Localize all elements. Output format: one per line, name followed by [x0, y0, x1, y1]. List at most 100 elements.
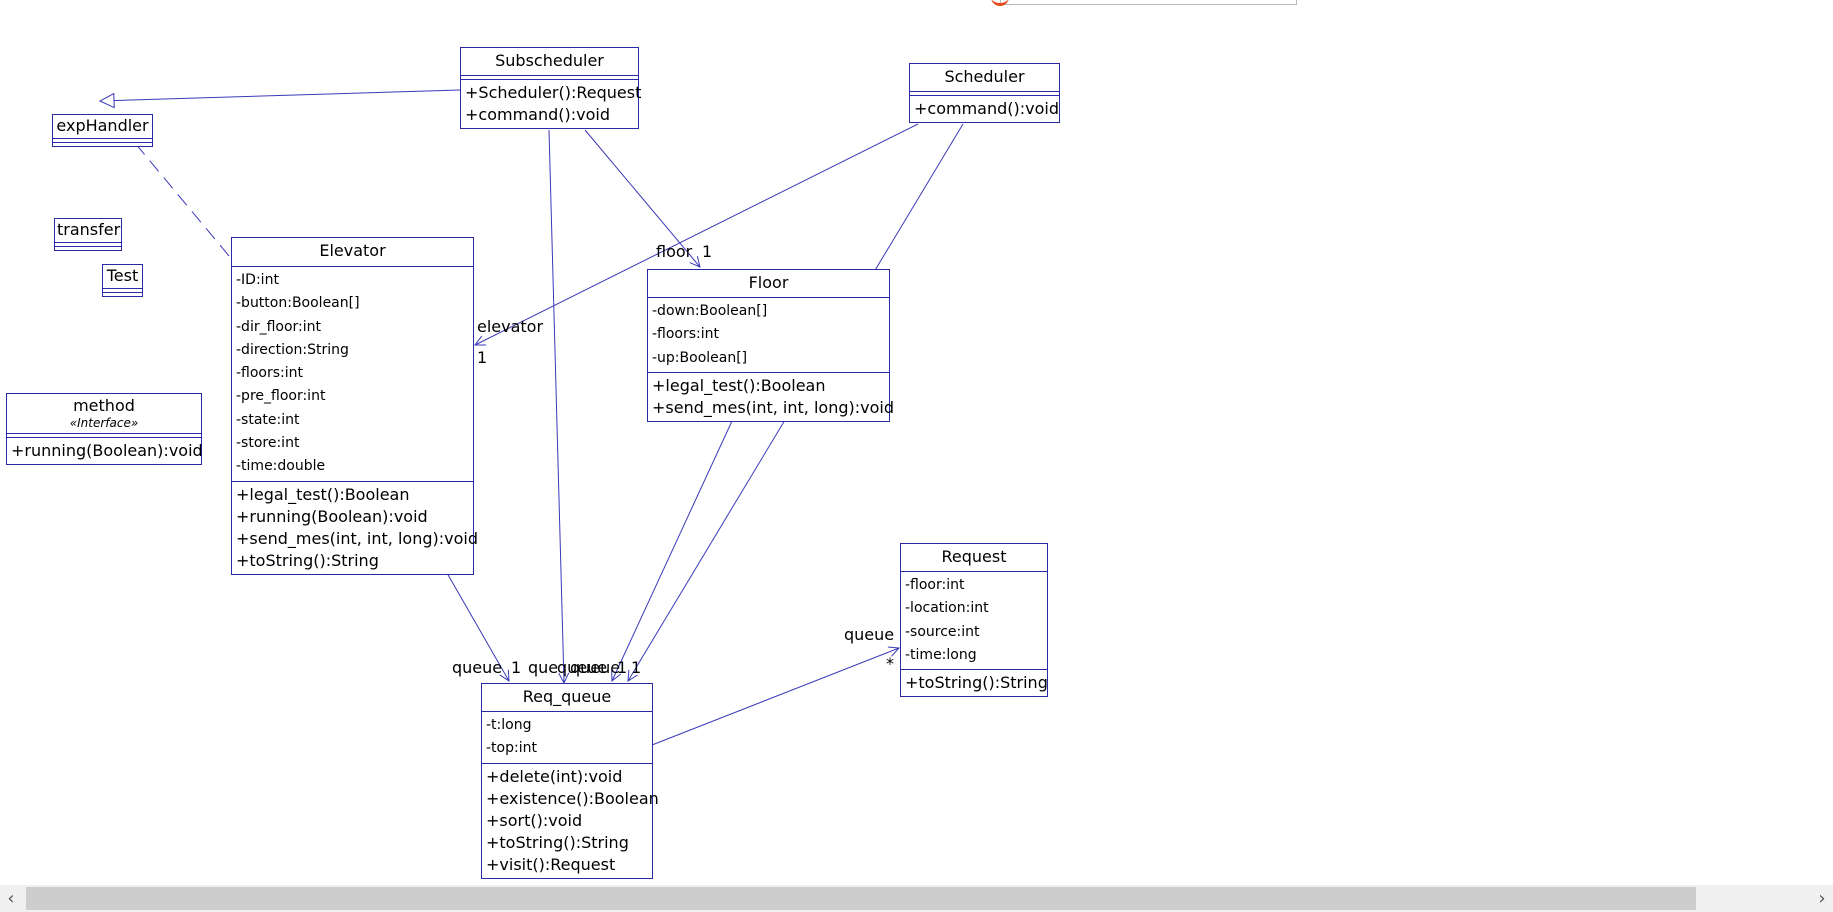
attribute: -location:int: [905, 600, 989, 617]
operations-section: +legal_test():Boolean +send_mes(int, int…: [648, 373, 894, 421]
attribute: -down:Boolean[]: [652, 303, 768, 319]
operations-section: +delete(int):void +existence():Boolean +…: [482, 764, 659, 878]
stereotype: «Interface»: [69, 416, 139, 430]
attributes-section: [53, 139, 152, 143]
operations-section: [103, 293, 142, 296]
attribute: -direction:String: [236, 341, 349, 358]
class-name: Scheduler: [910, 64, 1059, 92]
operation: +legal_test():Boolean: [236, 484, 410, 504]
attribute: -pre_floor:int: [236, 388, 326, 405]
multiplicity-label-floor: 1: [702, 242, 713, 261]
class-scheduler[interactable]: Scheduler +command():void: [909, 63, 1060, 123]
generalization-subscheduler-exphandler: [100, 89, 461, 101]
operations-section: [55, 247, 121, 250]
attribute: -top:int: [486, 740, 537, 757]
attribute: -time:long: [905, 646, 977, 663]
role-label-queue: queue: [452, 658, 503, 677]
role-label-request: queue: [844, 625, 895, 644]
class-test[interactable]: Test: [102, 264, 143, 297]
operations-section: +toString():String: [901, 670, 1048, 696]
role-label-queue: que: [528, 658, 559, 677]
role-label-queue: queue: [570, 658, 621, 677]
operation: +visit():Request: [486, 854, 616, 874]
class-exphandler[interactable]: expHandler: [52, 114, 153, 147]
attributes-section: -down:Boolean[] -floors:int -up:Boolean[…: [648, 298, 889, 373]
operation: +delete(int):void: [486, 766, 623, 786]
attribute: -ID:int: [236, 272, 279, 288]
role-label-elevator: elevator: [477, 317, 544, 336]
attributes-section: -floor:int -location:int -source:int -ti…: [901, 572, 1047, 671]
attribute: -dir_floor:int: [236, 318, 322, 335]
operation: +sort():void: [486, 810, 583, 830]
multiplicity-label-queue: 1: [511, 658, 522, 677]
attributes-section: [55, 243, 121, 247]
logo-swoosh-icon: [991, 0, 1009, 6]
operation: +toString():String: [486, 832, 629, 852]
attribute: -store:int: [236, 435, 300, 452]
role-label-queue: queue: [557, 658, 608, 677]
operations-section: +legal_test():Boolean +running(Boolean):…: [232, 482, 478, 574]
horizontal-scrollbar[interactable]: ‹ ›: [0, 885, 1833, 912]
top-toolbar-edge: [991, 0, 1297, 6]
attribute: -floors:int: [652, 326, 720, 343]
class-name: method «Interface»: [7, 394, 201, 434]
chevron-right-icon[interactable]: ›: [1818, 888, 1826, 909]
class-subscheduler[interactable]: Subscheduler +Scheduler():Request +comma…: [460, 47, 642, 129]
attributes-section: [103, 289, 142, 293]
operation: +command():void: [914, 99, 1059, 118]
multiplicity-label-elevator: 1: [477, 348, 488, 367]
operation: +send_mes(int, int, long):void: [236, 528, 478, 548]
multiplicity-label-queue: 1: [617, 658, 628, 677]
operation: +running(Boolean):void: [11, 441, 203, 460]
class-name: transfer: [55, 219, 121, 243]
class-reqqueue[interactable]: Req_queue -t:long -top:int +delete(int):…: [481, 683, 659, 879]
association-reqqueue-request: [651, 648, 899, 746]
operation: +command():void: [465, 105, 610, 124]
role-label-floor: floor: [656, 242, 693, 261]
class-name: Test: [103, 265, 142, 289]
attributes-section: [910, 92, 1059, 96]
class-name: Request: [901, 544, 1047, 572]
operation: +legal_test():Boolean: [652, 375, 826, 395]
association-floor-reqqueue: [612, 420, 733, 681]
class-transfer[interactable]: transfer: [54, 218, 122, 251]
operations-section: +running(Boolean):void: [7, 438, 203, 464]
attributes-section: -t:long -top:int: [482, 712, 652, 764]
attribute: -floors:int: [236, 365, 304, 382]
uml-diagram-canvas[interactable]: Subscheduler +Scheduler():Request +comma…: [0, 0, 1833, 885]
realization-elevator-exphandler: [134, 142, 230, 257]
class-elevator[interactable]: Elevator -ID:int -button:Boolean[] -dir_…: [231, 237, 478, 575]
attribute: -floor:int: [905, 577, 965, 593]
operation: +toString():String: [236, 550, 379, 570]
attribute: -time:double: [236, 458, 326, 475]
operations-section: [53, 143, 152, 146]
multiplicity-label-request: *: [886, 654, 894, 673]
attributes-section: [461, 76, 638, 80]
association-subscheduler-reqqueue: [548, 129, 564, 683]
operation: +send_mes(int, int, long):void: [652, 397, 894, 417]
interface-method[interactable]: method «Interface» +running(Boolean):voi…: [6, 393, 203, 465]
attribute: -state:int: [236, 411, 300, 428]
operation: +existence():Boolean: [486, 788, 659, 808]
class-name: Req_queue: [482, 684, 652, 712]
chevron-left-icon[interactable]: ‹: [7, 888, 15, 909]
interface-name: method: [73, 396, 135, 415]
class-floor[interactable]: Floor -down:Boolean[] -floors:int -up:Bo…: [647, 269, 894, 422]
operation: +Scheduler():Request: [465, 83, 642, 102]
attributes-section: [7, 434, 201, 438]
operation: +running(Boolean):void: [236, 506, 428, 526]
operations-section: +command():void: [910, 96, 1059, 122]
multiplicity-label-queue: 1: [631, 658, 642, 677]
attribute: -up:Boolean[]: [652, 349, 748, 366]
class-request[interactable]: Request -floor:int -location:int -source…: [900, 543, 1048, 698]
attributes-section: -ID:int -button:Boolean[] -dir_floor:int…: [232, 267, 473, 482]
operations-section: +Scheduler():Request +command():void: [461, 80, 642, 128]
class-name: Subscheduler: [461, 48, 638, 76]
attribute: -button:Boolean[]: [236, 295, 360, 312]
operation: +toString():String: [905, 673, 1048, 693]
class-name: expHandler: [53, 115, 152, 139]
class-name: Elevator: [232, 238, 473, 267]
class-name: Floor: [648, 270, 889, 298]
attribute: -source:int: [905, 623, 980, 640]
scrollbar-thumb[interactable]: [26, 887, 1696, 910]
